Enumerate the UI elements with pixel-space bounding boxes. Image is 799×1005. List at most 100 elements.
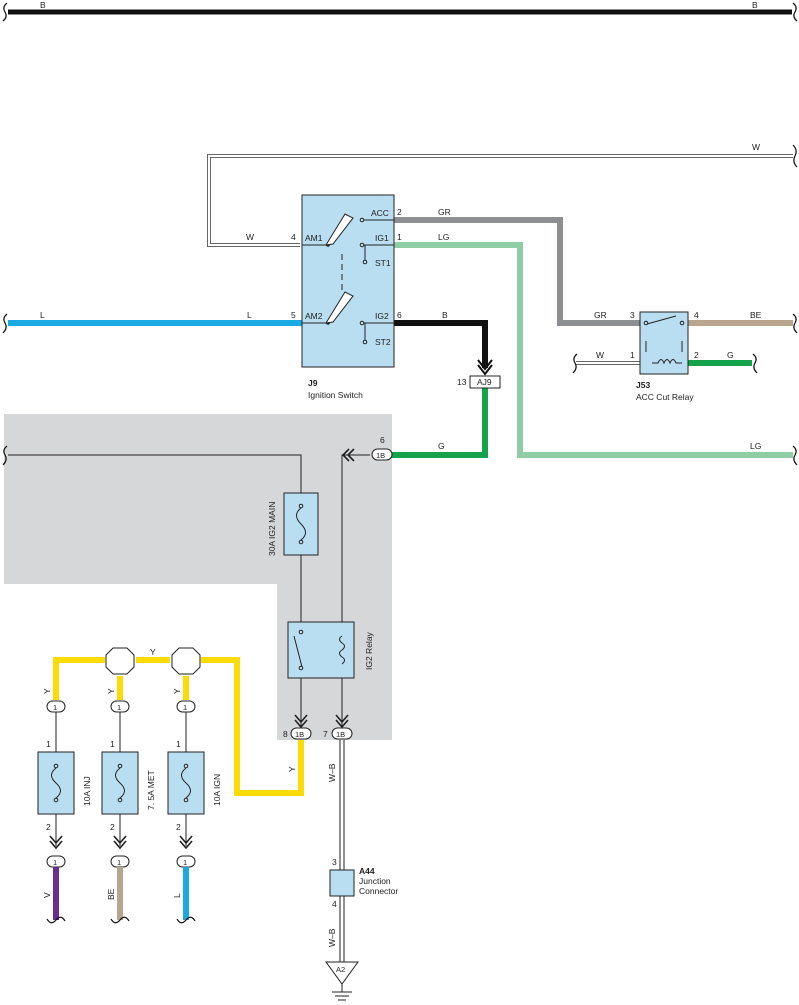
ignition-switch: ACC AM1 IG1 ST1 AM2 IG2 ST2 bbox=[301, 194, 395, 368]
connector-1b-right bbox=[331, 727, 353, 740]
pin-am1: 4 bbox=[291, 232, 296, 242]
fuse-met bbox=[101, 700, 139, 924]
fuse-inj-conn-bottom: 1 bbox=[53, 858, 57, 867]
junction-connector-pin-bottom: 4 bbox=[332, 899, 337, 909]
pin-ig2: 6 bbox=[397, 310, 402, 320]
terminal-st1: ST1 bbox=[375, 258, 391, 268]
wire-label-y-f3: Y bbox=[172, 688, 182, 694]
fuse-inj-label: 10A INJ bbox=[82, 776, 92, 806]
wire-label-v-out: V bbox=[42, 892, 52, 898]
fuse-ign-conn-top: 1 bbox=[183, 703, 187, 712]
pin-acc: 2 bbox=[397, 207, 402, 217]
relay-pin-3: 3 bbox=[630, 310, 635, 320]
wire-label-gr-relay: GR bbox=[594, 310, 607, 320]
fuse-inj bbox=[37, 700, 75, 924]
wire-g-aj9 bbox=[390, 388, 488, 458]
wire-label-y-f1: Y bbox=[42, 688, 52, 694]
acc-cut-relay bbox=[639, 311, 689, 375]
ig2-main-fuse-label: 30A IG2 MAIN bbox=[267, 502, 277, 556]
ig2-relay bbox=[287, 621, 355, 679]
bus-label-left: B bbox=[40, 0, 46, 10]
wire-label-be-relay: BE bbox=[750, 310, 762, 320]
ignition-switch-code: J9 bbox=[308, 378, 318, 388]
fuse-met-label: 7. 5A MET bbox=[146, 770, 156, 810]
fuse-ign-conn-bottom: 1 bbox=[183, 858, 187, 867]
junction-connector-line2: Connector bbox=[359, 886, 398, 896]
terminal-am2: AM2 bbox=[305, 311, 323, 321]
wire-label-lg-ig1: LG bbox=[438, 232, 449, 242]
connector-1b-right-pin: 7 bbox=[323, 729, 328, 739]
wire-label-w-top: W bbox=[752, 142, 760, 152]
connector-1b-right-label: 1B bbox=[336, 730, 345, 739]
connector-aj9 bbox=[469, 375, 501, 389]
fuse-inj-pin-top: 1 bbox=[46, 739, 51, 749]
connector-aj9-label: AJ9 bbox=[477, 377, 492, 387]
wire-label-w-am1: W bbox=[246, 232, 254, 242]
wire-w-top bbox=[207, 144, 798, 247]
ignition-switch-name: Ignition Switch bbox=[308, 390, 363, 400]
connector-1b-top bbox=[371, 448, 393, 461]
bus-label-right: B bbox=[752, 0, 758, 10]
wire-b-ig2 bbox=[394, 320, 488, 368]
connector-1b-left-pin: 8 bbox=[283, 729, 288, 739]
fuse-ign-pin-bottom: 2 bbox=[176, 822, 181, 832]
junction-connector-code: A44 bbox=[359, 866, 375, 876]
junction-connector-line1: Junction bbox=[359, 876, 391, 886]
fuse-met-pin-bottom: 2 bbox=[110, 822, 115, 832]
fuse-ign-pin-top: 1 bbox=[176, 739, 181, 749]
ground-symbol bbox=[325, 961, 359, 1001]
terminal-am1: AM1 bbox=[305, 233, 323, 243]
wire-label-b-ig2: B bbox=[442, 310, 448, 320]
wire-gr bbox=[394, 217, 640, 326]
relay-pin-4: 4 bbox=[694, 310, 699, 320]
wire-w-relay bbox=[572, 353, 640, 374]
fuse-ign-label: 10A IGN bbox=[212, 774, 222, 806]
terminal-ig1: IG1 bbox=[375, 233, 389, 243]
fuse-ign bbox=[167, 700, 205, 924]
wire-lg bbox=[394, 242, 793, 458]
fuse-met-pin-top: 1 bbox=[110, 739, 115, 749]
terminal-ig2: IG2 bbox=[375, 311, 389, 321]
junction-connector bbox=[329, 869, 355, 897]
wire-label-lg-right: LG bbox=[750, 441, 761, 451]
b-bus: B B bbox=[2, 0, 798, 22]
fuse-met-conn-bottom: 1 bbox=[117, 858, 121, 867]
wire-y-network bbox=[53, 657, 304, 796]
wire-label-g-relay: G bbox=[727, 350, 734, 360]
wire-label-g-aj9: G bbox=[438, 441, 445, 451]
wire-label-l-left: L bbox=[40, 310, 45, 320]
relay-pin-1: 1 bbox=[630, 350, 635, 360]
wire-label-l-mid: L bbox=[247, 310, 252, 320]
pin-am2: 5 bbox=[291, 310, 296, 320]
wire-label-l-out: L bbox=[172, 893, 182, 898]
terminal-acc: ACC bbox=[371, 208, 389, 218]
fuse-inj-conn-top: 1 bbox=[53, 703, 57, 712]
wire-label-be-out: BE bbox=[106, 888, 116, 900]
fuse-met-conn-top: 1 bbox=[117, 703, 121, 712]
junction-block-area bbox=[4, 414, 392, 740]
wire-label-y-top: Y bbox=[150, 647, 156, 657]
wire-label-wb-upper: W–B bbox=[327, 763, 337, 782]
wire-label-y-f2: Y bbox=[106, 688, 116, 694]
ig2-main-fuse bbox=[283, 492, 319, 556]
terminal-st2: ST2 bbox=[375, 337, 391, 347]
connector-1b-top-label: 1B bbox=[376, 451, 385, 460]
pin-ig1: 1 bbox=[397, 232, 402, 242]
connector-1b-left-label: 1B bbox=[295, 730, 304, 739]
wire-label-gr-acc: GR bbox=[438, 207, 451, 217]
wire-label-wb-lower: W–B bbox=[327, 928, 337, 947]
ground-label: A2 bbox=[336, 965, 345, 974]
connector-1b-left bbox=[290, 727, 312, 740]
wire-label-w-relay: W bbox=[596, 350, 604, 360]
connector-aj9-pin: 13 bbox=[457, 377, 467, 387]
ig2-relay-label: IG2 Relay bbox=[364, 631, 374, 670]
wire-label-y-relay: Y bbox=[287, 766, 297, 772]
fuse-inj-pin-bottom: 2 bbox=[46, 822, 51, 832]
relay-pin-2: 2 bbox=[694, 350, 699, 360]
splice-2 bbox=[171, 647, 201, 675]
connector-1b-top-pin: 6 bbox=[380, 435, 385, 445]
acc-cut-relay-name: ACC Cut Relay bbox=[636, 392, 694, 402]
junction-connector-pin-top: 3 bbox=[332, 857, 337, 867]
splice-1 bbox=[105, 647, 135, 675]
